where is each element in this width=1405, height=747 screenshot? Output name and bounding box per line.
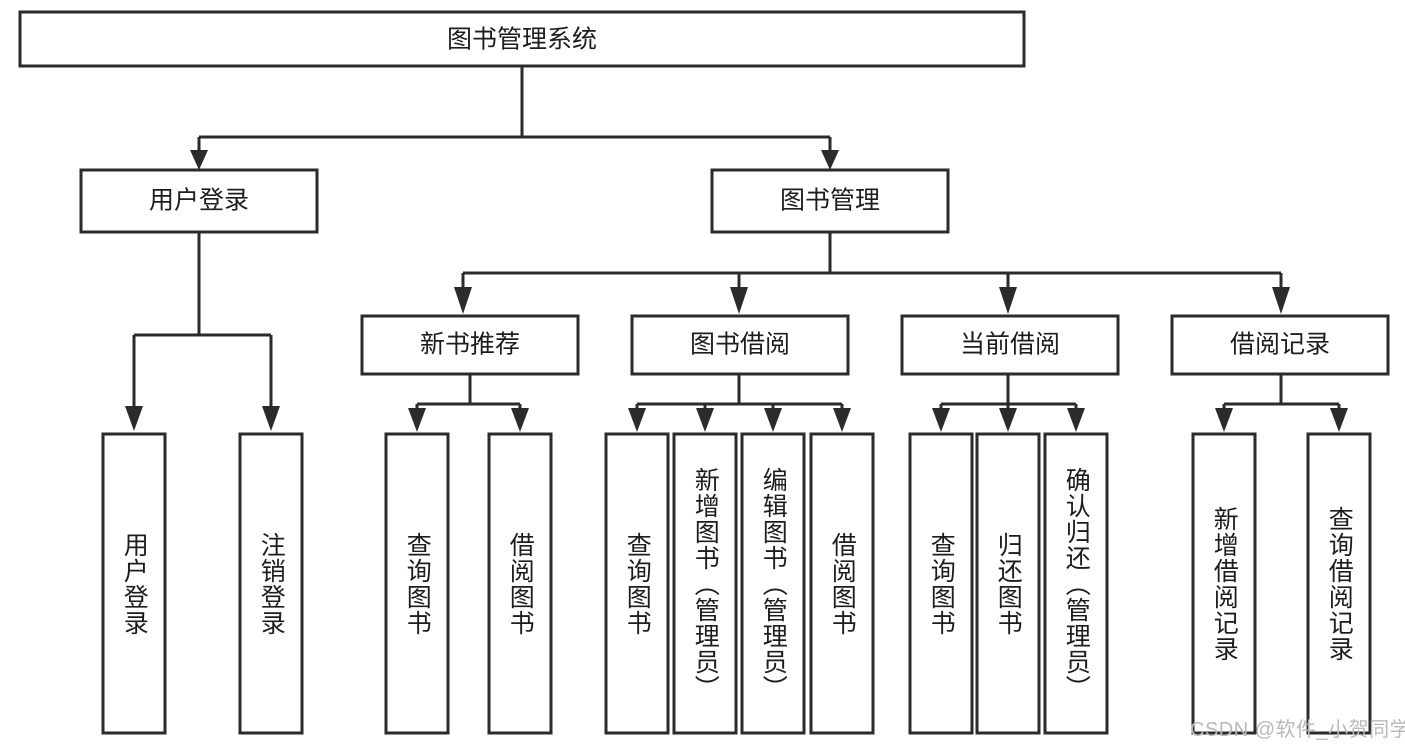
node-leaf-user-login-box[interactable] — [101, 432, 167, 735]
arrow-to-borrow-record — [1272, 287, 1290, 314]
node-leaf-confirm-return-label: 确认归还（管理员） — [1062, 466, 1091, 701]
arrow-to-user-login — [190, 150, 208, 170]
node-leaf-add-book-box[interactable] — [672, 432, 738, 735]
node-leaf-query-book-3-label: 查询图书 — [927, 531, 956, 636]
node-leaf-query-record-label: 查询借阅记录 — [1325, 505, 1354, 662]
arrow-leaf-query-book-2 — [628, 408, 646, 432]
node-leaf-borrow-book-2-label: 借阅图书 — [828, 531, 857, 636]
node-leaf-borrow-book-2-box[interactable] — [809, 432, 875, 735]
node-leaf-query-book-2-label: 查询图书 — [623, 531, 652, 636]
arrow-leaf-borrow-book-2 — [833, 408, 851, 432]
arrow-leaf-borrow-book-1 — [511, 408, 529, 432]
node-root-label: 图书管理系统 — [447, 26, 597, 54]
arrow-to-new-book-recommend — [454, 287, 472, 314]
node-leaf-add-record-label: 新增借阅记录 — [1210, 505, 1239, 662]
node-new-book-recommend-label: 新书推荐 — [420, 331, 520, 359]
node-leaf-add-book-label: 新增图书（管理员） — [691, 466, 720, 701]
node-leaf-query-book-1-box[interactable] — [384, 432, 450, 735]
node-leaf-add-record-box[interactable] — [1191, 432, 1257, 735]
arrow-leaf-confirm-return — [1067, 408, 1085, 432]
arrow-leaf-return-book — [999, 408, 1017, 432]
arrow-leaf-user-login — [125, 406, 143, 431]
node-user-login-label: 用户登录 — [149, 187, 249, 215]
arrow-to-current-borrow — [999, 287, 1017, 314]
node-leaf-user-login-label: 用户登录 — [120, 531, 149, 636]
csdn-watermark: CSDN @软件_小贺同学 — [1190, 719, 1405, 741]
node-book-management-box[interactable] — [710, 168, 950, 234]
node-root-box[interactable] — [18, 10, 1026, 68]
connector-layer — [125, 66, 1348, 432]
node-book-management-label: 图书管理 — [780, 187, 880, 215]
node-leaf-borrow-book-1-box[interactable] — [487, 432, 553, 735]
node-borrow-record-label: 借阅记录 — [1230, 331, 1330, 359]
node-leaf-return-book-label: 归还图书 — [994, 531, 1023, 636]
node-book-borrow-label: 图书借阅 — [690, 331, 790, 359]
node-layer: 图书管理系统 用户登录 图书管理 新书推荐 图书借阅 当前借阅 借阅记录 — [18, 10, 1390, 735]
arrow-leaf-query-book-1 — [408, 408, 426, 432]
arrow-to-book-management — [821, 150, 839, 170]
node-current-borrow-label: 当前借阅 — [960, 331, 1060, 359]
arrow-leaf-query-book-3 — [932, 408, 950, 432]
node-leaf-borrow-book-1-label: 借阅图书 — [506, 531, 535, 636]
node-leaf-confirm-return-box[interactable] — [1043, 432, 1109, 735]
arrow-leaf-user-logout — [262, 406, 280, 431]
node-leaf-user-logout-box[interactable] — [238, 432, 304, 735]
node-leaf-edit-book-box[interactable] — [740, 432, 806, 735]
node-leaf-user-logout-label: 注销登录 — [257, 531, 286, 636]
node-leaf-query-record-box[interactable] — [1306, 432, 1372, 735]
node-book-borrow-box[interactable] — [630, 314, 850, 376]
node-user-login-box[interactable] — [79, 168, 319, 234]
node-leaf-query-book-3-box[interactable] — [908, 432, 974, 735]
node-current-borrow-box[interactable] — [900, 314, 1120, 376]
arrow-leaf-query-record — [1330, 408, 1348, 432]
arrow-to-book-borrow — [730, 287, 748, 314]
node-borrow-record-box[interactable] — [1170, 314, 1390, 376]
arrow-leaf-add-book — [696, 408, 714, 432]
node-leaf-edit-book-label: 编辑图书（管理员） — [759, 466, 788, 701]
arrow-leaf-add-record — [1215, 408, 1233, 432]
node-leaf-query-book-2-box[interactable] — [604, 432, 670, 735]
arrow-leaf-edit-book — [764, 408, 782, 432]
node-new-book-recommend-box[interactable] — [360, 314, 580, 376]
node-leaf-return-book-box[interactable] — [975, 432, 1041, 735]
node-leaf-query-book-1-label: 查询图书 — [403, 531, 432, 636]
